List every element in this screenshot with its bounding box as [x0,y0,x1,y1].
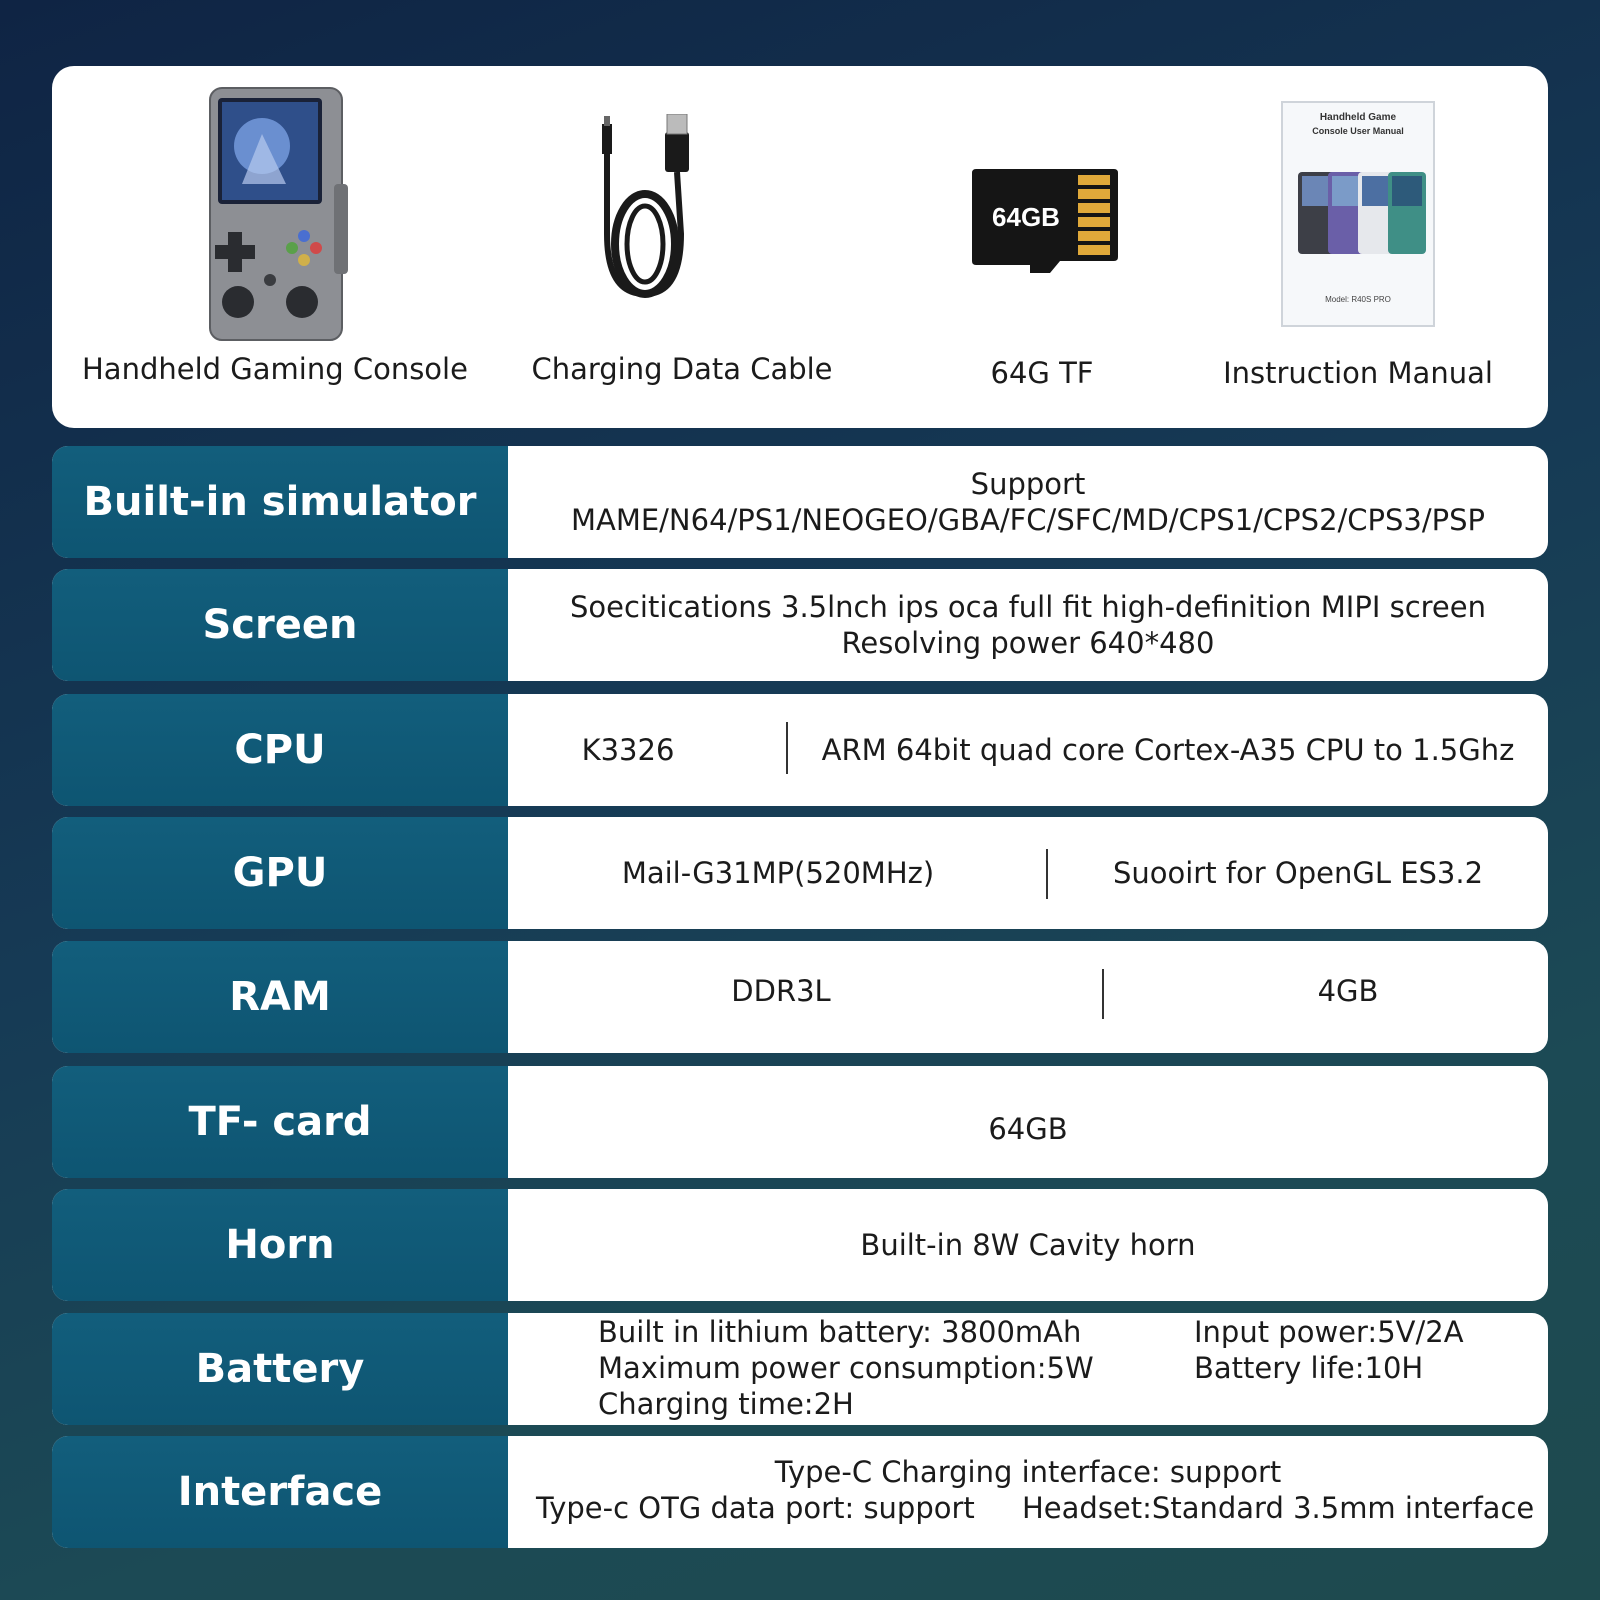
spec-row-horn: Horn Built-in 8W Cavity horn [52,1189,1548,1301]
spec-value: 64GB [508,1066,1548,1178]
usb-cable-image [602,114,689,298]
spec-value: K3326 ARM 64bit quad core Cortex-A35 CPU… [508,694,1548,806]
spec-value: Built-in 8W Cavity horn [508,1189,1548,1301]
spec-cell-left: Mail-G31MP(520MHz) [621,856,935,890]
spec-row-simulator: Built-in simulator Support MAME/N64/PS1/… [52,446,1548,558]
spec-label: CPU [52,694,508,806]
spec-value: DDR3L 4GB [508,941,1548,1053]
spec-cell-left: DDR3L [731,974,831,1008]
manual-model-text: Model: R40S PRO [1325,295,1391,304]
spec-line: Battery life:10H [1194,1351,1424,1385]
divider [1046,849,1048,899]
spec-label: Screen [52,569,508,681]
tf-card-text: 64GB [992,202,1060,232]
accessories-panel: Handheld Gaming Console Charging Data Ca… [52,66,1548,428]
accessory-label: Charging Data Cable [531,352,833,386]
divider [1102,969,1104,1019]
spec-line: Type-c OTG data port: support [536,1491,975,1525]
spec-row-cpu: CPU K3326 ARM 64bit quad core Cortex-A35… [52,694,1548,806]
accessory-manual: Handheld Game Console User Manual Model:… [1168,66,1548,428]
micro-sd-card-image: 64GB [972,169,1118,273]
spec-line: Built in lithium battery: 3800mAh [598,1315,1082,1349]
spec-row-tf-card: TF- card 64GB [52,1066,1548,1178]
spec-row-gpu: GPU Mail-G31MP(520MHz) Suooirt for OpenG… [52,817,1548,929]
spec-value: Support MAME/N64/PS1/NEOGEO/GBA/FC/SFC/M… [508,446,1548,558]
spec-line: Input power:5V/2A [1194,1315,1464,1349]
spec-line: MAME/N64/PS1/NEOGEO/GBA/FC/SFC/MD/CPS1/C… [570,503,1486,537]
spec-label: GPU [52,817,508,929]
spec-line: Type-C Charging interface: support [774,1455,1282,1489]
spec-line: Built-in 8W Cavity horn [860,1228,1196,1262]
spec-line: 64GB [988,1112,1068,1146]
spec-cell-right: ARM 64bit quad core Cortex-A35 CPU to 1.… [821,733,1515,767]
accessory-tf-card: 64GB 64G TF [852,66,1232,428]
spec-row-ram: RAM DDR3L 4GB [52,941,1548,1053]
accessory-label: Handheld Gaming Console [82,352,468,386]
spec-value: Built in lithium battery: 3800mAh Maximu… [508,1313,1548,1425]
spec-row-interface: Interface Type-C Charging interface: sup… [52,1436,1548,1548]
manual-title-line1: Handheld Game [1320,112,1397,123]
manual-booklet-image: Handheld Game Console User Manual Model:… [1281,101,1435,327]
spec-cell-right: 4GB [1317,974,1379,1008]
spec-line: Support [970,467,1086,501]
spec-row-battery: Battery Built in lithium battery: 3800mA… [52,1313,1548,1425]
accessory-console: Handheld Gaming Console [82,66,468,428]
spec-cell-right: Suooirt for OpenGL ES3.2 [1112,856,1484,890]
spec-label: Interface [52,1436,508,1548]
spec-line: Soecitications 3.5lnch ips oca full fit … [569,590,1486,624]
spec-line: Headset:Standard 3.5mm interface [1022,1491,1535,1525]
spec-cell-left: K3326 [581,733,675,767]
divider [786,722,788,774]
accessory-label: Instruction Manual [1223,356,1493,390]
accessory-cable: Charging Data Cable [492,66,872,428]
spec-label: TF- card [52,1066,508,1178]
spec-line: Maximum power consumption:5W [598,1351,1094,1385]
accessory-label: 64G TF [990,356,1094,390]
spec-value: Mail-G31MP(520MHz) Suooirt for OpenGL ES… [508,817,1548,929]
spec-line: Charging time:2H [598,1387,854,1421]
spec-value: Soecitications 3.5lnch ips oca full fit … [508,569,1548,681]
spec-label: RAM [52,941,508,1053]
spec-label: Built-in simulator [52,446,508,558]
spec-label: Battery [52,1313,508,1425]
handheld-console-image [209,87,348,341]
spec-label: Horn [52,1189,508,1301]
spec-row-screen: Screen Soecitications 3.5lnch ips oca fu… [52,569,1548,681]
spec-value: Type-C Charging interface: support Type-… [508,1436,1548,1548]
spec-line: Resolving power 640*480 [841,626,1215,660]
manual-title-line2: Console User Manual [1312,126,1404,136]
